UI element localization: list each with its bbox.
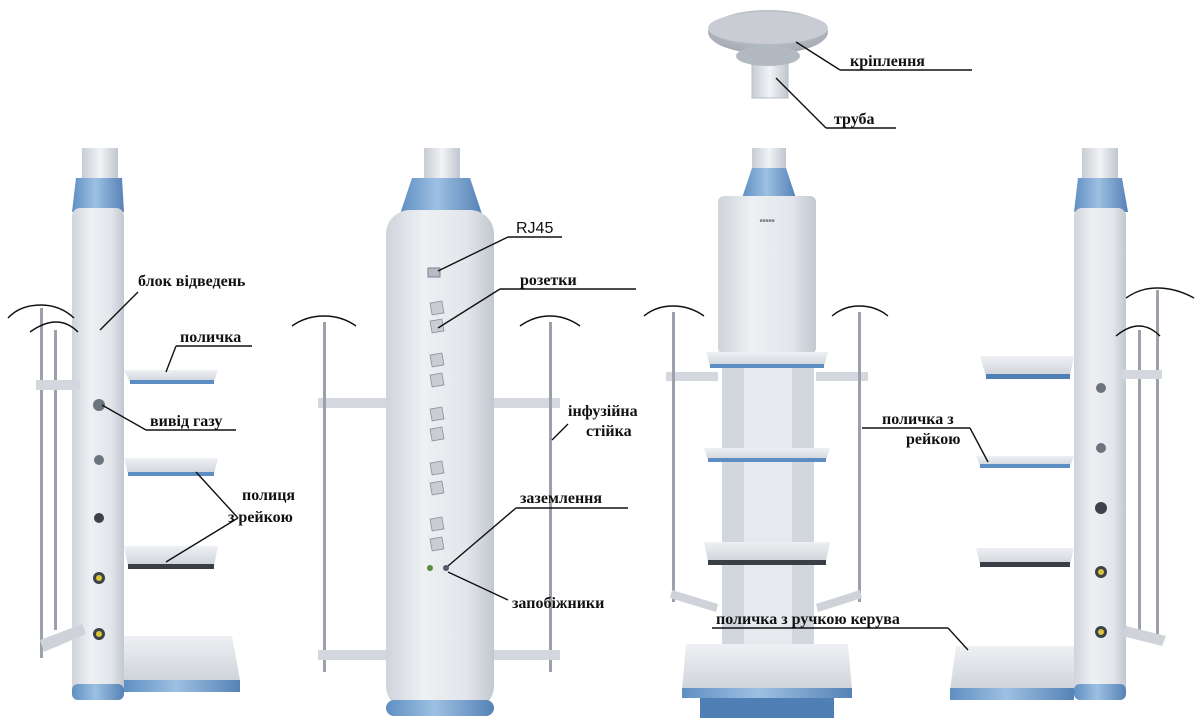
label-vyvid-gazu: вивід газу xyxy=(150,413,222,430)
label-zapobizhnyky: запобіжники xyxy=(512,595,604,612)
label-polychka-z-reikoiu-line1: поличка з xyxy=(882,411,954,428)
ceiling-mount xyxy=(708,10,828,99)
leader-lines xyxy=(99,41,989,651)
pendant-front-view-column xyxy=(291,148,581,716)
pendant-side-view-right xyxy=(950,148,1195,700)
pendant-side-view-left xyxy=(7,148,240,700)
label-truba: труба xyxy=(834,111,875,128)
label-blok-vidveden: блок відведень xyxy=(138,273,246,290)
label-polychka-z-ruchkoiu: поличка з ручкою керува xyxy=(716,611,900,628)
label-polytsia-line1: полиця xyxy=(242,487,295,504)
callout-labels: кріплення труба блок відведень поличка в… xyxy=(138,53,960,628)
label-polytsia-line2: з рейкою xyxy=(228,509,293,526)
label-zazemlennia: заземлення xyxy=(520,490,602,507)
label-kriplennia: кріплення xyxy=(850,53,925,70)
svg-text:■■■■■: ■■■■■ xyxy=(759,218,774,224)
label-rozetky: розетки xyxy=(520,272,577,289)
pendant-front-view-shelves: ■■■■■ xyxy=(643,148,889,718)
label-infuziina-line1: інфузійна xyxy=(568,403,638,420)
label-infuziina-line2: стійка xyxy=(586,423,632,440)
label-polychka-z-reikoiu-line2: рейкою xyxy=(906,431,960,448)
label-polychka: поличка xyxy=(180,329,241,346)
label-rj45: RJ45 xyxy=(516,220,553,237)
